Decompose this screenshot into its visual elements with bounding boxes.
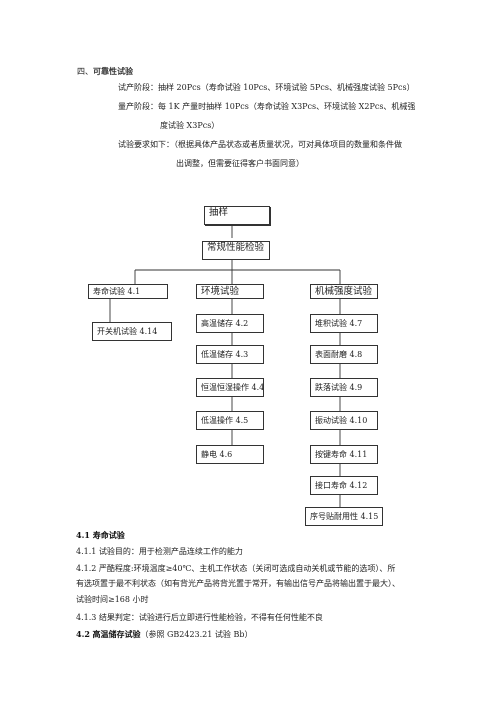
- heading-number: 4.2: [76, 629, 90, 639]
- heading-number: 4.1: [76, 530, 90, 540]
- flow-box-environment-test: 环境试验: [196, 284, 264, 299]
- heading-4-2: 4.2 高温储存试验（参照 GB2423.21 试验 Bb）: [76, 629, 252, 640]
- intro-mass-production: 量产阶段：每 1K 产量时抽样 10Pcs（寿命试验 X3Pcs、环境试验 X2…: [118, 102, 416, 111]
- flow-box-mech-item: 序号贴耐用性 4.15: [305, 507, 383, 526]
- paragraph-4-1-3: 4.1.3 结果判定：试验进行后立即进行性能检验，不得有任何性能不良: [76, 613, 323, 622]
- flow-box-env-item: 低温操作 4.5: [196, 411, 264, 430]
- intro-trial-production: 试产阶段：抽样 20Pcs（寿命试验 10Pcs、环境试验 5Pcs、机械强度试…: [118, 83, 415, 92]
- intro-mass-production-cont: 度试验 X3Pcs）: [160, 121, 220, 130]
- flow-box-mech-item: 接口寿命 4.12: [310, 476, 378, 495]
- flow-box-life-test: 寿命试验 4.1: [88, 284, 168, 299]
- flow-box-mech-item: 跌落试验 4.9: [310, 378, 378, 397]
- flow-box-env-item: 高温储存 4.2: [196, 314, 264, 333]
- flow-box-sample: 抽样: [204, 206, 270, 225]
- paragraph-4-1-2: 4.1.2 严酷程度:环境温度≥40℃、主机工作状态（关闭可选成自动关机或节能的…: [76, 564, 396, 573]
- flow-box-mech-item: 按键寿命 4.11: [310, 445, 378, 464]
- paragraph-4-1-1: 4.1.1 试验目的：用于检测产品连续工作的能力: [76, 547, 243, 556]
- paragraph-4-1-2-cont: 试验时间≥168 小时: [76, 595, 149, 604]
- flow-box-mechanical-test: 机械强度试验: [310, 284, 378, 299]
- heading-title: 高温储存试验: [92, 629, 141, 639]
- paragraph-4-1-2-cont: 有选项置于最不利状态（如有背光产品将背光置于常开，有输出信号产品将输出置于最大）…: [76, 579, 400, 588]
- flow-box-power-cycle: 开关机试验 4.14: [92, 322, 172, 341]
- flow-box-mech-item: 振动试验 4.10: [310, 411, 378, 430]
- section-number: 四、: [77, 67, 93, 76]
- heading-reference: （参照 GB2423.21 试验 Bb）: [140, 630, 253, 639]
- flow-box-env-item: 静电 4.6: [196, 445, 264, 464]
- section-title: 可靠性试验: [93, 66, 133, 76]
- flow-box-routine-inspection: 常规性能检验: [202, 241, 270, 260]
- flow-box-mech-item: 堆积试验 4.7: [310, 314, 378, 333]
- flow-box-mech-item: 表面耐磨 4.8: [310, 345, 378, 364]
- intro-requirements: 试验要求如下：（根据具体产品状态或者质量状况，可对具体项目的数量和条件做: [118, 140, 402, 149]
- flow-box-env-item: 低温储存 4.3: [196, 345, 264, 364]
- intro-requirements-cont: 出调整，但需要征得客户书面同意）: [176, 159, 304, 168]
- heading-title: 寿命试验: [92, 530, 125, 540]
- flow-box-env-item: 恒温恒湿操作 4.4: [196, 378, 264, 397]
- section-heading: 四、可靠性试验: [77, 66, 133, 77]
- heading-4-1: 4.1 寿命试验: [76, 530, 125, 541]
